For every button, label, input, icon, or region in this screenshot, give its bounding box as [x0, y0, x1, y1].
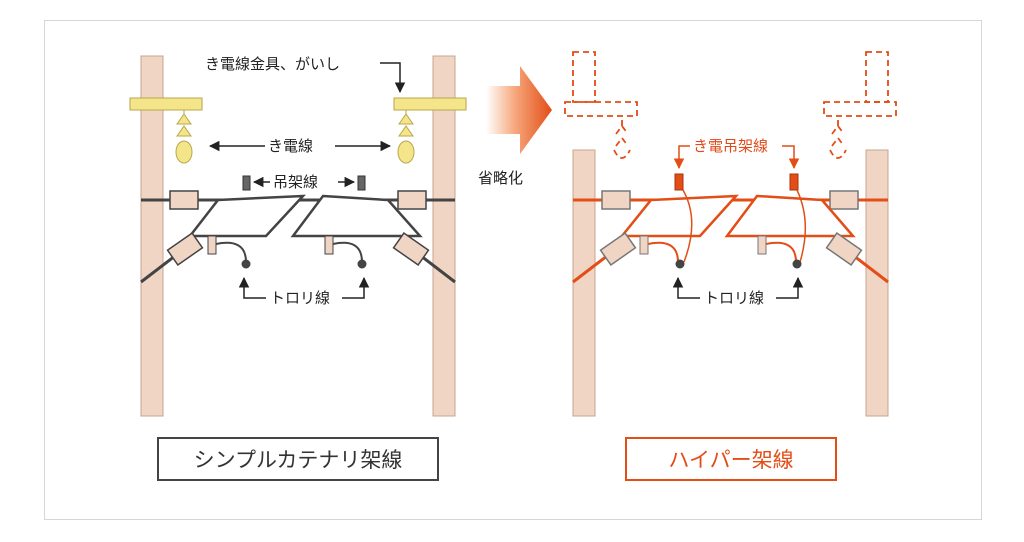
- right-bracket-2: [829, 190, 859, 210]
- caption-box-right: [625, 437, 837, 481]
- trolley-arrow-right: [342, 276, 370, 299]
- right-dropper-2: [757, 235, 767, 255]
- trolley-label-right: トロリ線: [704, 289, 764, 307]
- left-pole-2: [432, 55, 456, 417]
- right-bracket-1: [601, 190, 631, 210]
- hyper-catenary-diagram: き電吊架線 トロリ線 ハイパー架線: [564, 51, 897, 481]
- right-pole-1: [572, 149, 596, 417]
- left-dropper-1: [207, 235, 217, 255]
- feeder-messenger-label: き電吊架線: [693, 137, 768, 155]
- feeder-messenger-arrow-left: [673, 145, 690, 170]
- trolley-arrow-right-r: [776, 276, 804, 299]
- insulator-icon: [397, 110, 415, 164]
- left-insulator-diag-2: [392, 231, 430, 267]
- fitting-arrow: [380, 62, 406, 94]
- trolley-arrow-left-r: [672, 276, 700, 299]
- insulator-icon: [175, 110, 193, 164]
- left-bracket-2: [397, 190, 427, 210]
- trolley-label-left: トロリ線: [270, 289, 330, 307]
- left-crossarm-2: [393, 97, 467, 111]
- caption-right: ハイパー架線: [668, 448, 793, 472]
- feeder-messenger-clamp-icon: [789, 173, 799, 191]
- feeder-messenger-clamp-icon: [674, 173, 684, 191]
- left-insulator-diag-1: [166, 231, 204, 267]
- messenger-clamp-icon: [242, 175, 251, 191]
- trolley-wire-icon: [357, 259, 367, 269]
- feeder-label: き電線: [268, 137, 313, 155]
- omission-label: 省略化: [478, 169, 523, 187]
- left-cantilever-2: [290, 194, 423, 238]
- messenger-clamp-icon: [357, 175, 366, 191]
- right-pole-2: [865, 149, 889, 417]
- right-arrow-icon: [486, 66, 552, 154]
- simple-catenary-diagram: き電線金具、がいし き電線 吊架線 トロリ線 シンプルカテナリ架線: [129, 55, 467, 481]
- left-bracket-1: [169, 190, 199, 210]
- left-dropper-2: [324, 235, 334, 255]
- right-cantilever-1: [619, 194, 739, 238]
- right-insulator-diag-1: [599, 231, 637, 267]
- removed-fittings-right: [823, 51, 897, 159]
- feeder-messenger-arrow-right: [782, 145, 800, 170]
- trolley-wire-icon: [675, 259, 685, 269]
- messenger-label: 吊架線: [273, 173, 318, 191]
- caption-left: シンプルカテナリ架線: [194, 448, 403, 472]
- omission-arrow: 省略化: [478, 66, 552, 187]
- left-crossarm-1: [129, 97, 203, 111]
- trolley-wire-icon: [792, 259, 802, 269]
- left-cantilever-1: [187, 194, 306, 238]
- removed-fittings-left: [564, 51, 638, 159]
- trolley-arrow-left: [238, 276, 266, 299]
- right-dropper-1: [639, 235, 649, 255]
- right-insulator-diag-2: [825, 231, 863, 267]
- fitting-label: き電線金具、がいし: [205, 55, 340, 73]
- trolley-wire-icon: [241, 259, 251, 269]
- caption-box-left: [157, 437, 439, 481]
- left-pole-1: [140, 55, 164, 417]
